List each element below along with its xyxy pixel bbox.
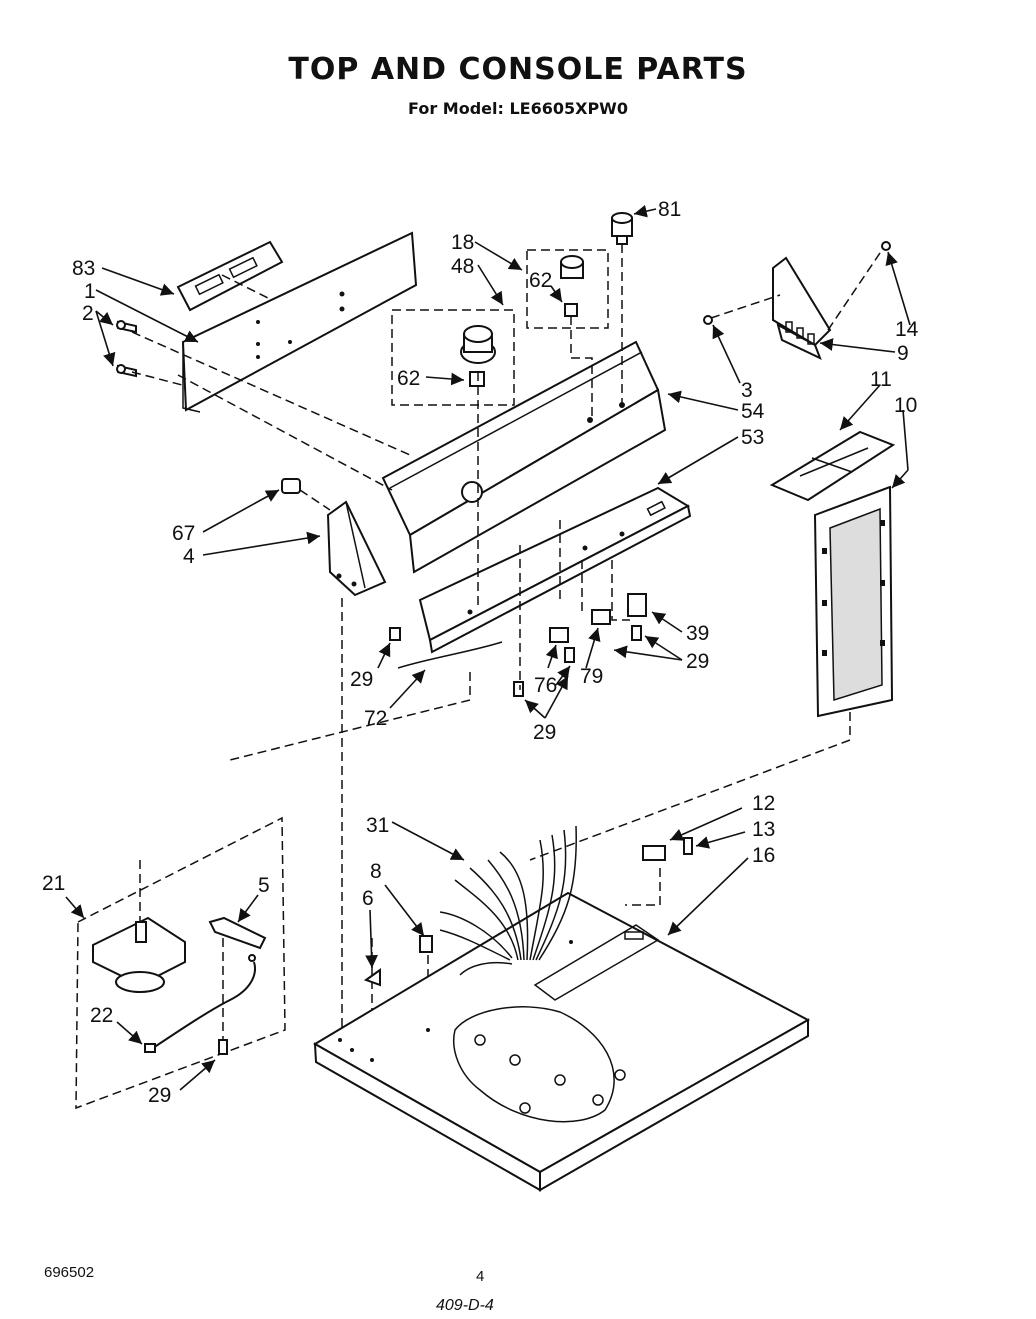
- callout-81: 81: [658, 198, 681, 221]
- lint-screen-10: [813, 485, 894, 718]
- bracket-5: [208, 916, 267, 962]
- connector-22: [144, 1043, 156, 1053]
- end-cap-4: [326, 500, 387, 597]
- callout-21: 21: [42, 872, 65, 895]
- screw-3: [703, 315, 713, 325]
- callout-5: 5: [258, 874, 270, 897]
- screw-29-e: [218, 1039, 228, 1055]
- harness-31: [439, 825, 577, 976]
- harness-22: [149, 961, 256, 1051]
- callout-29-left: 29: [350, 668, 373, 691]
- knob-18: [560, 255, 584, 317]
- knob-81: [611, 212, 633, 245]
- wire-72: [397, 641, 503, 669]
- callout-4: 4: [183, 545, 195, 568]
- latch-12: [642, 845, 666, 861]
- callout-16: 16: [752, 844, 775, 867]
- screw-29-a: [389, 627, 401, 641]
- bracket-83: [176, 240, 284, 312]
- model-subtitle: For Model: LE6605XPW0: [408, 99, 628, 118]
- callout-54: 54: [741, 400, 765, 423]
- screw-13: [683, 837, 693, 855]
- callout-39: 39: [686, 622, 709, 645]
- callout-10: 10: [894, 394, 917, 417]
- knob-48: [460, 325, 496, 387]
- callout-labels: 83 1 2 18 48 62 62 81 14 9 3 54 53 11 10…: [42, 198, 919, 1107]
- callout-2: 2: [82, 302, 94, 325]
- callout-53: 53: [741, 426, 764, 449]
- callout-14: 14: [895, 318, 919, 341]
- leader-lines: [65, 204, 911, 1091]
- screw-29-c: [631, 625, 642, 641]
- callout-83: 83: [72, 257, 95, 280]
- callout-8: 8: [370, 860, 382, 883]
- callout-13: 13: [752, 818, 775, 841]
- control-panel-rear: [181, 231, 418, 413]
- callout-12: 12: [752, 792, 775, 815]
- callout-62-lower: 62: [397, 367, 420, 390]
- terminal-block-9: [772, 256, 832, 360]
- timer-21: [92, 916, 186, 993]
- lint-filter-11: [769, 430, 896, 502]
- screw-29-b: [564, 647, 575, 663]
- page-title: TOP AND CONSOLE PARTS: [288, 52, 748, 87]
- callout-31: 31: [366, 814, 389, 837]
- screw-14: [881, 241, 891, 251]
- callout-29-timer: 29: [148, 1084, 171, 1107]
- relay-76: [549, 627, 569, 643]
- callout-11: 11: [870, 368, 892, 391]
- cabinet-top-16: [313, 891, 811, 1192]
- screws-2: [116, 320, 137, 378]
- switch-79: [591, 609, 611, 625]
- console-top-54: [381, 340, 667, 574]
- handwritten-note: 409-D-4: [436, 1297, 494, 1314]
- callout-9: 9: [897, 342, 909, 365]
- callout-6: 6: [362, 887, 374, 910]
- callout-67: 67: [172, 522, 195, 545]
- callout-3: 3: [741, 379, 753, 402]
- clip-8: [419, 935, 433, 953]
- switch-39: [627, 593, 647, 617]
- foot-6: [363, 968, 381, 987]
- callout-1: 1: [84, 280, 96, 303]
- timer-group-21: [75, 816, 286, 1110]
- callout-62-upper: 62: [529, 269, 552, 292]
- callout-79: 79: [580, 665, 603, 688]
- callout-29-right: 29: [686, 650, 709, 673]
- callout-72: 72: [364, 707, 387, 730]
- clip-67: [281, 478, 301, 494]
- document-number: 696502: [44, 1264, 95, 1281]
- screw-29-d: [513, 681, 524, 697]
- callout-48: 48: [451, 255, 474, 278]
- page-number: 4: [476, 1268, 485, 1285]
- callout-22: 22: [90, 1004, 113, 1027]
- callout-76: 76: [534, 674, 557, 697]
- callout-29-center: 29: [533, 721, 556, 744]
- callout-18: 18: [451, 231, 474, 254]
